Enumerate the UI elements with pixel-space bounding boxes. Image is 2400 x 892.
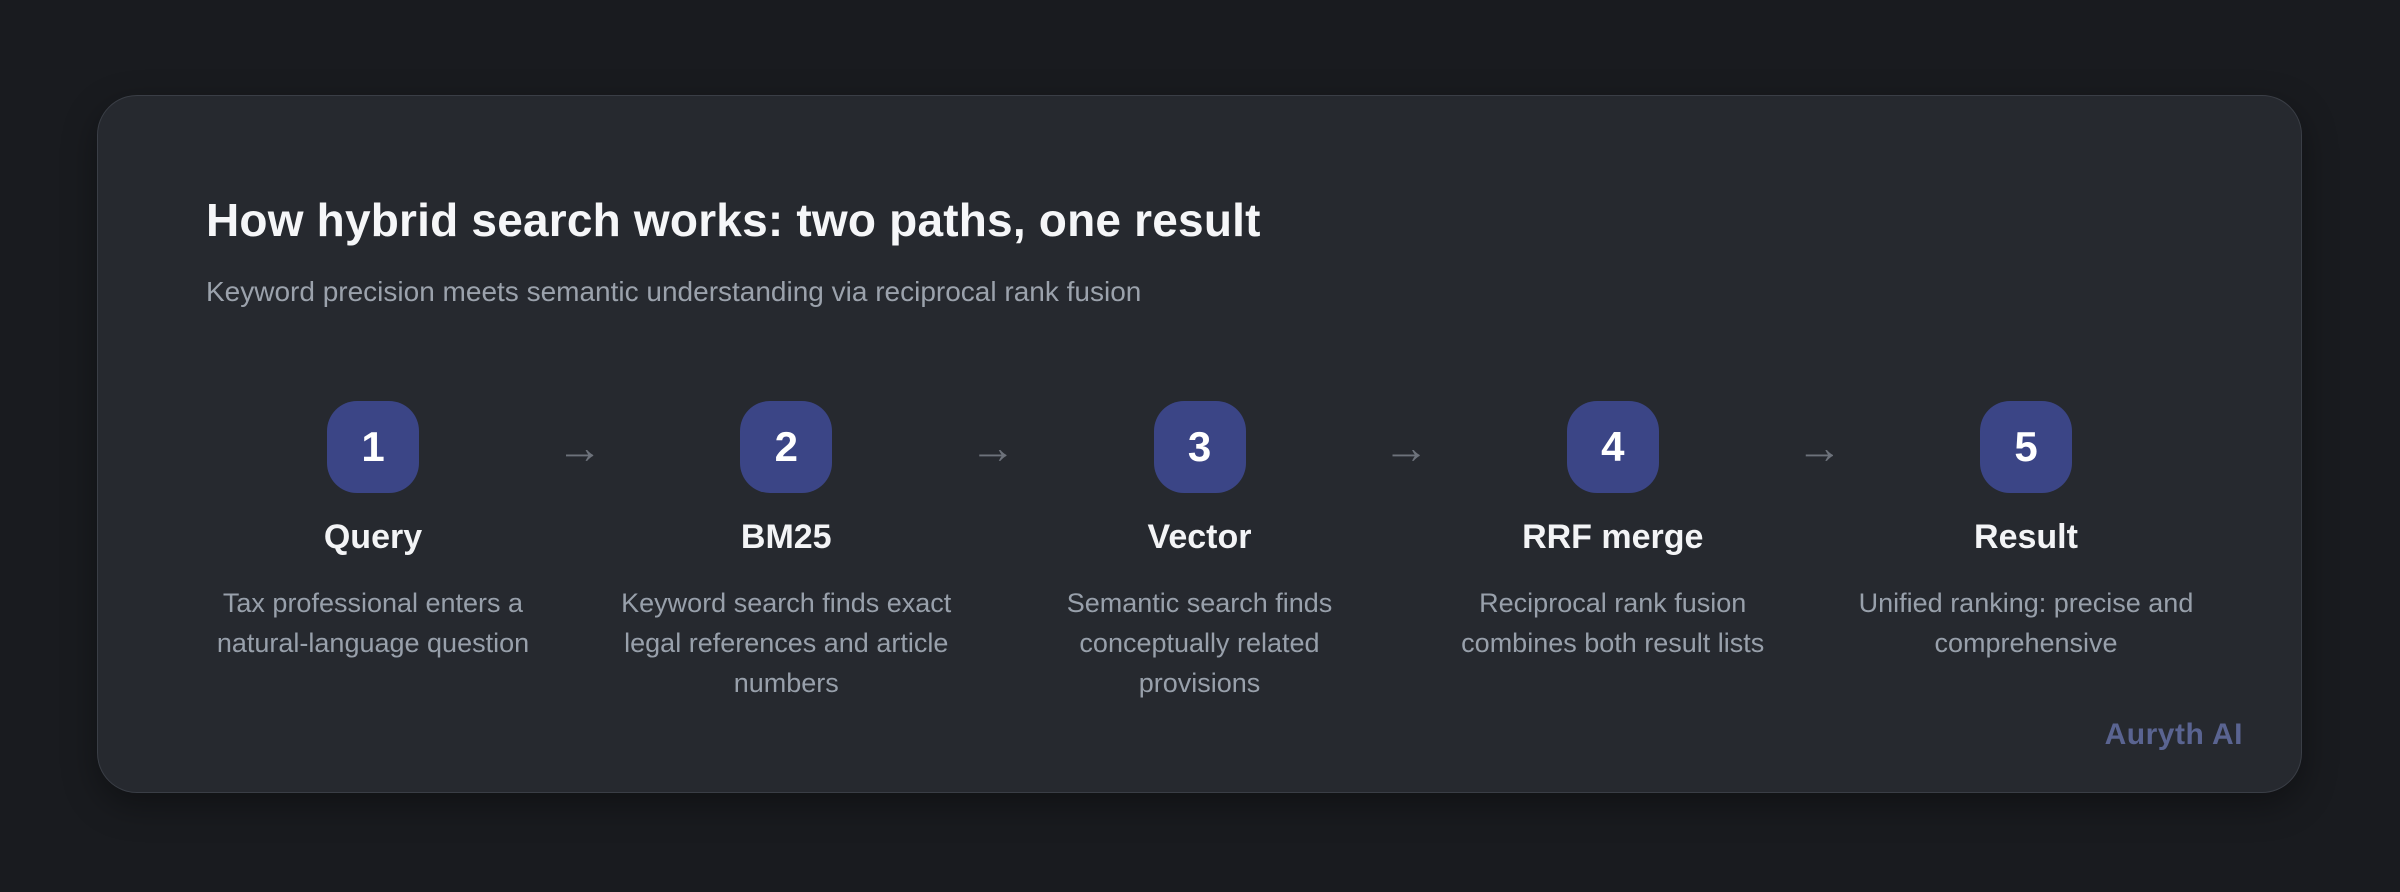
step-description: Tax professional enters a natural-langua… — [216, 587, 530, 658]
step-description: Unified ranking: precise and comprehensi… — [1858, 587, 2194, 658]
step-number: 4 — [1601, 422, 1625, 470]
step-title: Result — [1974, 517, 2078, 556]
step-number: 2 — [774, 422, 798, 470]
step-number: 3 — [1187, 422, 1212, 470]
step-title: Query — [323, 517, 423, 556]
brand-watermark: Auryth AI — [2104, 718, 2243, 751]
diagram-card: How hybrid search works: two paths, one … — [97, 95, 2302, 793]
page-title: How hybrid search works: two paths, one … — [206, 194, 1261, 246]
step-description: Reciprocal rank fusion combines both res… — [1461, 587, 1765, 658]
step-number-badge: 1 — [327, 400, 419, 493]
page-subtitle: Keyword precision meets semantic underst… — [206, 275, 1142, 307]
arrow-right-icon: → — [969, 420, 1016, 473]
step-bm25: 2 BM25 Keyword search finds exact legal … — [616, 400, 956, 703]
step-title: BM25 — [740, 517, 832, 556]
card-content: How hybrid search works: two paths, one … — [98, 96, 2301, 792]
step-title: Vector — [1147, 517, 1252, 556]
arrow-right-icon: → — [1796, 420, 1843, 473]
step-number: 1 — [361, 422, 385, 470]
step-number-badge: 3 — [1153, 400, 1246, 493]
step-number-badge: 2 — [740, 400, 833, 493]
step-title: RRF merge — [1522, 517, 1704, 556]
step-number: 5 — [2014, 422, 2038, 470]
step-description: Semantic search finds conceptually relat… — [1066, 587, 1333, 698]
arrow-right-icon: → — [1383, 420, 1430, 473]
step-number-badge: 4 — [1566, 400, 1659, 493]
step-rrf-merge: 4 RRF merge Reciprocal rank fusion combi… — [1443, 400, 1783, 663]
step-vector: 3 Vector Semantic search finds conceptua… — [1030, 400, 1370, 703]
steps-row: 1 Query Tax professional enters a natura… — [98, 400, 2301, 703]
step-result: 5 Result Unified ranking: precise and co… — [1856, 400, 2196, 663]
step-query: 1 Query Tax professional enters a natura… — [203, 400, 543, 663]
step-number-badge: 5 — [1980, 400, 2072, 493]
arrow-right-icon: → — [556, 420, 603, 473]
step-description: Keyword search finds exact legal referen… — [621, 587, 952, 698]
header: How hybrid search works: two paths, one … — [98, 191, 2301, 311]
